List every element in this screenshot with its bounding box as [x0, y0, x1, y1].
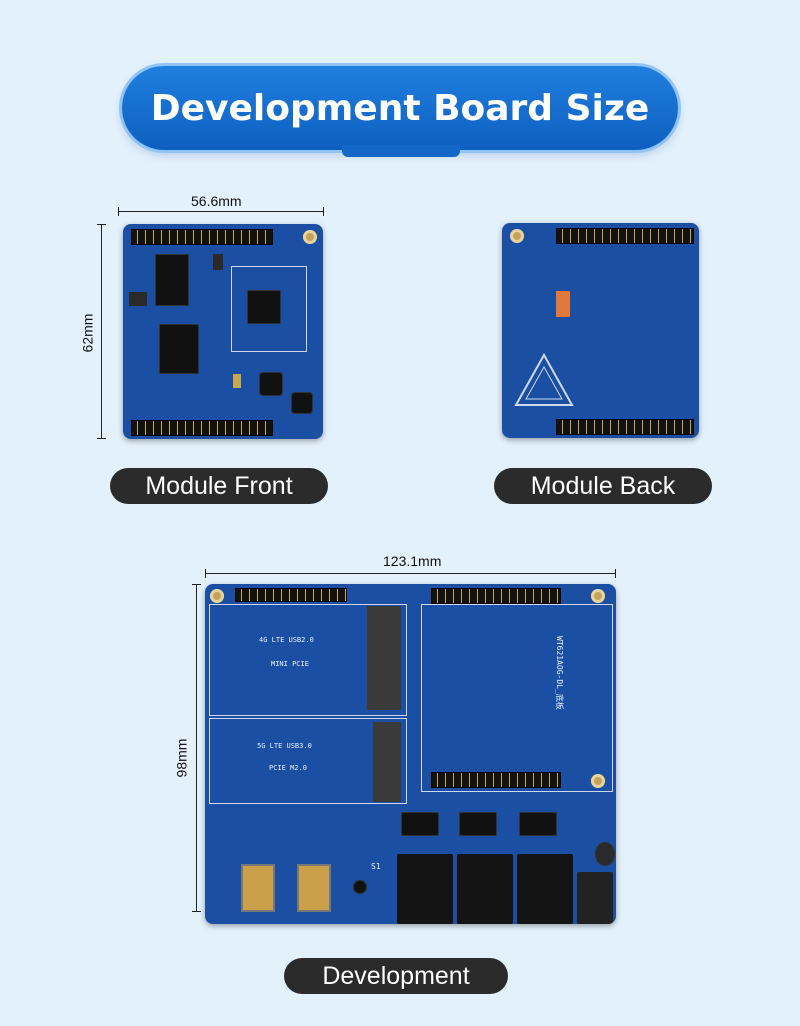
development-caption: Development — [284, 958, 508, 994]
module-front-height-tick-top — [97, 224, 106, 225]
mount-hole — [303, 230, 317, 244]
gpio-header — [235, 588, 347, 602]
transformer-chip — [459, 812, 497, 836]
processor-chip — [159, 324, 199, 374]
module-socket-bottom — [431, 772, 561, 788]
development-width-tick-left — [205, 569, 206, 578]
module-back-caption: Module Back — [494, 468, 712, 504]
wifi-chip — [247, 290, 281, 324]
sim-slot-2 — [297, 864, 331, 912]
component — [233, 374, 241, 388]
capacitor — [595, 842, 615, 866]
development-width-label: 123.1mm — [383, 553, 442, 569]
pin-header-top — [556, 228, 694, 244]
module-front-width-label: 56.6mm — [191, 193, 242, 209]
logo-mark — [514, 353, 574, 406]
transformer-chip — [401, 812, 439, 836]
pin-header-bottom — [556, 419, 694, 435]
silk-4g-label: 4G LTE USB2.0 — [259, 636, 314, 644]
inductor — [259, 372, 283, 396]
inductor — [291, 392, 313, 414]
silk-model-label: WT621AOG-DL_底板 — [555, 636, 564, 710]
ethernet-port-3 — [517, 854, 573, 924]
development-board: 4G LTE USB2.0 MINI PCIE 5G LTE USB3.0 PC… — [205, 584, 616, 924]
development-height-tick-top — [192, 584, 201, 585]
mini-pcie-connector — [367, 606, 401, 710]
development-width-line — [205, 573, 616, 574]
development-height-tick-bottom — [192, 911, 201, 912]
silk-mini-pcie-label: MINI PCIE — [271, 660, 309, 668]
development-height-label: 98mm — [173, 738, 190, 778]
m2-connector — [373, 722, 401, 802]
component — [129, 292, 147, 306]
ethernet-port-2 — [457, 854, 513, 924]
transformer-chip — [519, 812, 557, 836]
pin-header-top — [131, 229, 273, 245]
sim-slot-1 — [241, 864, 275, 912]
module-front-height-label: 62mm — [79, 313, 96, 353]
component — [213, 254, 223, 270]
silk-pcie-m2-label: PCIE M2.0 — [269, 764, 307, 772]
development-width-tick-right — [615, 569, 616, 578]
module-front-caption: Module Front — [110, 468, 328, 504]
module-footprint-outline — [421, 604, 613, 792]
silk-5g-label: 5G LTE USB3.0 — [257, 742, 312, 750]
ethernet-port-1 — [397, 854, 453, 924]
title-banner: Development Board Size — [122, 66, 678, 150]
silk-s1-label: S1 — [371, 862, 381, 871]
pin-header-bottom — [131, 420, 273, 436]
module-front-height-line — [101, 224, 102, 438]
module-socket-top — [431, 588, 561, 604]
mount-hole — [591, 589, 605, 603]
page-title: Development Board Size — [150, 87, 650, 129]
title-tab-decoration — [342, 145, 460, 157]
mount-hole — [510, 229, 524, 243]
module-front-width-tick-right — [323, 207, 324, 216]
memory-chip — [155, 254, 189, 306]
module-back-board — [502, 223, 699, 438]
component — [556, 291, 570, 317]
mount-hole — [591, 774, 605, 788]
module-front-board — [123, 224, 323, 439]
reset-button-s1 — [353, 880, 367, 894]
power-jack — [577, 872, 613, 924]
module-front-height-tick-bottom — [97, 438, 106, 439]
mount-hole — [210, 589, 224, 603]
development-height-line — [196, 584, 197, 912]
rf-shield-outline — [231, 266, 307, 352]
m2-slot-outline — [209, 718, 407, 804]
mini-pcie-slot-outline — [209, 604, 407, 716]
module-front-width-line — [118, 211, 324, 212]
module-front-width-tick-left — [118, 207, 119, 216]
